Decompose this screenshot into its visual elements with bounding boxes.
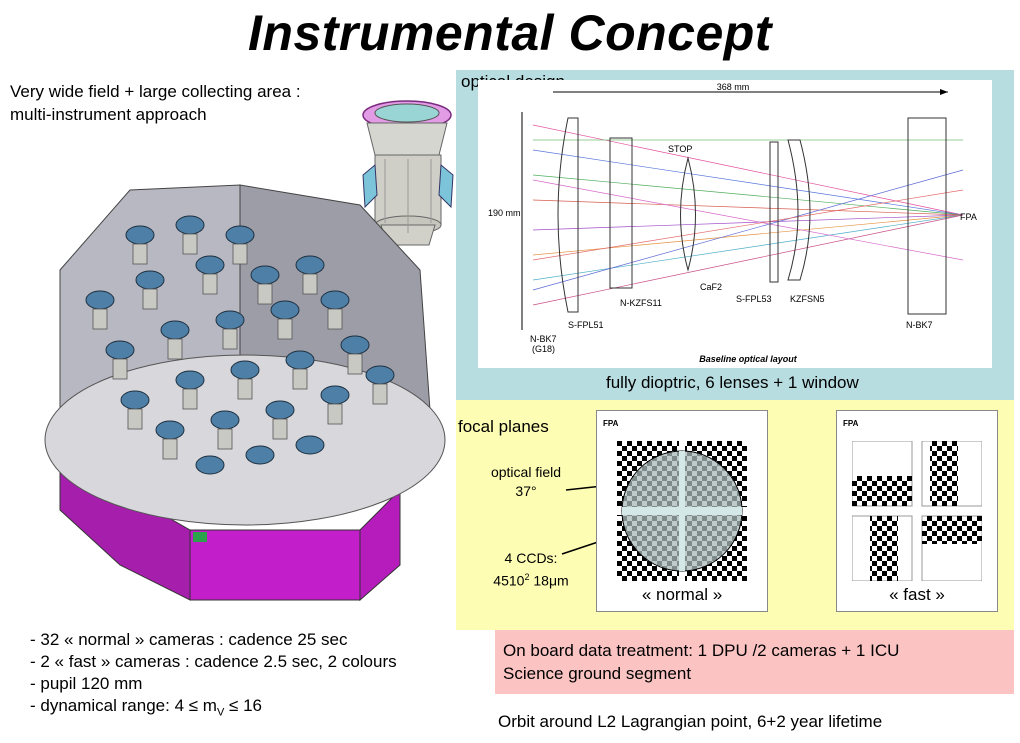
spec-fast-cameras: - 2 « fast » cameras : cadence 2.5 sec, … bbox=[30, 652, 397, 671]
lens-label-nkzfs11: N-KZFS11 bbox=[620, 298, 662, 308]
lens-label-nbk7-window: N-BK7 bbox=[906, 320, 933, 330]
normal-focal-plane: FPA « normal » bbox=[596, 410, 768, 612]
layout-title: Baseline optical layout bbox=[699, 354, 798, 364]
fpa-label: FPA bbox=[960, 212, 977, 222]
page-title: Instrumental Concept bbox=[248, 5, 772, 61]
onboard-line-1: On board data treatment: 1 DPU /2 camera… bbox=[503, 641, 900, 660]
onboard-panel: On board data treatment: 1 DPU /2 camera… bbox=[495, 630, 1014, 694]
ccd-label: 4 CCDs: 45102 18μm bbox=[476, 549, 586, 591]
length-label: 368 mm bbox=[717, 82, 750, 92]
lens-label-sfpl53: S-FPL53 bbox=[736, 294, 772, 304]
normal-ccd-grid bbox=[617, 441, 747, 581]
stop-label: STOP bbox=[668, 144, 692, 154]
intro-line-1: Very wide field + large collecting area … bbox=[10, 82, 301, 101]
lens-label-caf2: CaF2 bbox=[700, 282, 722, 292]
lens-label-kzfsn5: KZFSN5 bbox=[790, 294, 825, 304]
focal-planes-label: focal planes bbox=[458, 417, 549, 436]
fpa-tag-fast: FPA bbox=[843, 419, 859, 428]
satellite-illustration bbox=[44, 184, 446, 602]
lens-label-g18: (G18) bbox=[532, 344, 555, 354]
ccd-spec: 45102 18μm bbox=[493, 572, 569, 589]
fpa-tag-normal: FPA bbox=[603, 419, 619, 428]
optical-design-caption: fully dioptric, 6 lenses + 1 window bbox=[606, 373, 859, 392]
optical-field-text: optical field bbox=[490, 464, 562, 480]
lens-label-nbk7: N-BK7 bbox=[530, 334, 557, 344]
optical-layout-drawing: 368 mm 190 mm STOP FPA N-BK7 bbox=[478, 80, 992, 368]
onboard-line-2: Science ground segment bbox=[503, 664, 692, 683]
spec-normal-cameras: - 32 « normal » cameras : cadence 25 sec bbox=[30, 630, 348, 649]
focal-planes-panel: focal planes optical field 37° 4 CCDs: 4… bbox=[456, 400, 1014, 630]
camera-specs-list: - 32 « normal » cameras : cadence 25 sec… bbox=[30, 629, 397, 723]
ccd-label-text: 4 CCDs: bbox=[504, 550, 558, 566]
orbit-text: Orbit around L2 Lagrangian point, 6+2 ye… bbox=[498, 712, 883, 731]
fast-label: « fast » bbox=[889, 585, 945, 604]
onboard-text: On board data treatment: 1 DPU /2 camera… bbox=[503, 639, 899, 685]
spec-pupil: - pupil 120 mm bbox=[30, 674, 143, 693]
optical-field-label: optical field 37° bbox=[476, 463, 576, 501]
spec-dynamic-range: - dynamical range: 4 ≤ mV ≤ 16 bbox=[30, 696, 262, 719]
camera-illustration bbox=[362, 100, 454, 246]
normal-label: « normal » bbox=[641, 585, 723, 604]
intro-line-2: multi-instrument approach bbox=[10, 105, 207, 124]
fast-focal-plane: FPA « fast » bbox=[836, 410, 998, 612]
optical-field-value: 37° bbox=[515, 483, 537, 499]
optical-design-panel: optical design 368 mm 190 mm bbox=[456, 70, 1014, 400]
intro-text: Very wide field + large collecting area … bbox=[10, 80, 301, 126]
fast-ccd-grid bbox=[852, 441, 982, 581]
height-label: 190 mm bbox=[488, 208, 521, 218]
lens-label-sfpl51: S-FPL51 bbox=[568, 320, 604, 330]
